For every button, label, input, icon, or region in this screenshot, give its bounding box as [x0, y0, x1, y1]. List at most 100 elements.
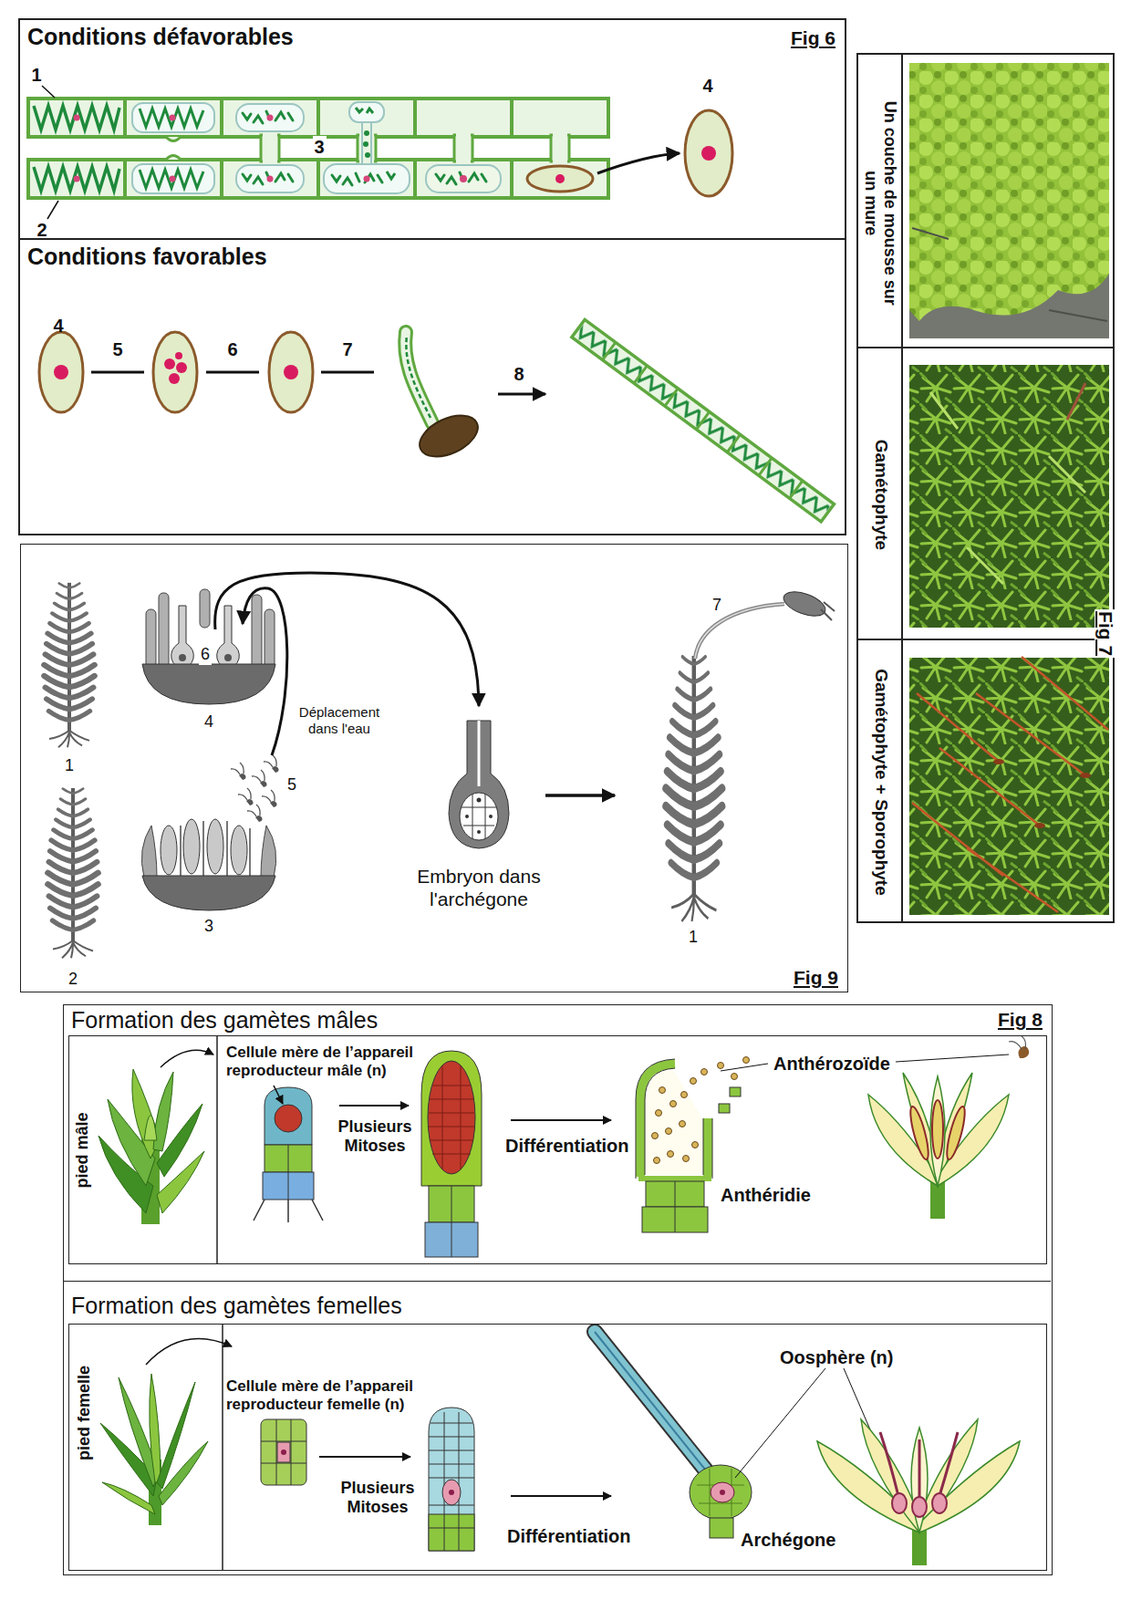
section-heading: Formation des gamètes mâles: [71, 1007, 378, 1034]
archegonial-head: [145, 609, 156, 668]
cell-contents: [33, 85, 593, 219]
female-shoot: [156, 1381, 196, 1489]
antheridium-open: [670, 1100, 677, 1108]
female-cluster: [912, 1496, 927, 1517]
female-mother-cell: [277, 1442, 291, 1463]
callout-number: 2: [68, 969, 78, 990]
callout-number: 3: [312, 135, 327, 158]
archegonium-developing: [510, 1494, 612, 1497]
zygote: [701, 145, 716, 161]
cell-contents: [555, 174, 565, 184]
zygote-germination: [39, 332, 84, 413]
section-heading: Formation des gamètes femelles: [71, 1293, 403, 1319]
embryo-archegonium: [448, 720, 509, 849]
archegonium: [710, 1482, 735, 1503]
antheridial-head: [141, 819, 276, 911]
moss-photos: [912, 656, 1109, 913]
antheridial-head: [180, 820, 250, 876]
figure-number: Fig 9: [793, 966, 839, 988]
section-heading: Conditions favorables: [27, 244, 268, 270]
archegonial-head: [224, 653, 232, 662]
vertical-label: Gamétophyte: [871, 438, 891, 550]
male-mother-cell: [288, 1144, 290, 1200]
antheridium-open: [720, 1063, 768, 1071]
antheridial-head: [260, 825, 277, 878]
cell-contents: [435, 172, 487, 185]
cell-contents: [425, 165, 501, 193]
sporophyte: [695, 603, 785, 659]
moss-photos: [902, 52, 1110, 924]
fertilization-arrows: [242, 588, 288, 756]
callout-number: 5: [113, 338, 124, 361]
antheridium-open: [690, 1078, 697, 1085]
antheridium-open: [731, 1073, 738, 1080]
zygote-germination: [404, 332, 433, 424]
zygote: [597, 153, 680, 174]
figure-number: Fig 8: [997, 1008, 1043, 1030]
callout-number: 1: [688, 927, 698, 948]
zygote-germination: [413, 406, 485, 465]
figure-panel: Fig 9: [20, 543, 849, 993]
cell-contents: [386, 171, 395, 179]
callout-number: 2: [37, 218, 48, 241]
callout-number: 7: [712, 595, 722, 616]
archegonium: [594, 1331, 896, 1538]
archegonium-developing: [448, 1489, 455, 1495]
archegonium: [719, 1489, 726, 1495]
male-cluster: [943, 1104, 968, 1161]
cell-contents: [362, 122, 372, 167]
antheridial-head: [160, 825, 177, 875]
conjugation-tubes: [166, 136, 181, 160]
zygote-germination: [269, 332, 313, 413]
zygote-germination: [91, 372, 546, 395]
conjugation-tubes: [262, 133, 278, 164]
sporophyte: [695, 603, 785, 659]
callout-number: 6: [228, 338, 239, 361]
cell-contents: [236, 165, 304, 193]
antheridium-open: [692, 1141, 699, 1149]
female-cluster: [932, 1493, 947, 1514]
male-cluster: [895, 1054, 1009, 1062]
moss-photos: [1034, 822, 1046, 829]
sporophyte: [695, 586, 835, 659]
figure-number: Fig 7: [1093, 609, 1117, 658]
sperm-cells: [251, 769, 268, 788]
male-shoot: [160, 1049, 214, 1068]
female-cluster: [892, 1493, 907, 1514]
algae-filaments: [28, 98, 609, 198]
cell-contents: [242, 111, 293, 124]
antheridium-open: [701, 1068, 708, 1076]
female-shoot: [158, 1441, 208, 1505]
antheridium-open: [674, 1181, 676, 1233]
callout-number: 1: [31, 63, 42, 86]
archegonium-developing: [442, 1479, 461, 1505]
section-heading: Conditions défavorables: [27, 24, 294, 51]
new-filament: [571, 319, 835, 522]
cell-contents: [267, 114, 274, 122]
algae-filaments: [124, 98, 512, 198]
annotation-label: Plusieurs Mitoses: [332, 1117, 417, 1157]
archegonium: [594, 1331, 706, 1471]
archegonial-head: [264, 609, 275, 668]
female-cluster: [880, 1431, 958, 1498]
male-cluster: [1017, 1046, 1029, 1059]
male-mother-cell: [273, 1085, 283, 1104]
conjugation-tubes: [166, 133, 570, 164]
antheridium-open: [683, 1155, 690, 1163]
antheridium-open: [729, 1087, 741, 1097]
annotation-label: Cellule mère de l’appareil reproducteur …: [226, 1377, 436, 1415]
vertical-label: pied femelle: [75, 1364, 94, 1460]
callout-number: 5: [287, 775, 297, 796]
antheridial-head: [141, 825, 157, 878]
archegonium-developing: [428, 1411, 475, 1551]
archegonium-developing: [428, 1407, 475, 1551]
cell-contents: [363, 176, 371, 183]
antheridium-open: [659, 1087, 666, 1094]
zygote-germination: [168, 373, 180, 384]
moss-photos: [909, 364, 1110, 628]
moss-photos: [993, 758, 1005, 765]
male-cluster: [930, 1076, 945, 1186]
archegonium: [709, 1517, 734, 1538]
zygote-germination: [176, 362, 187, 374]
